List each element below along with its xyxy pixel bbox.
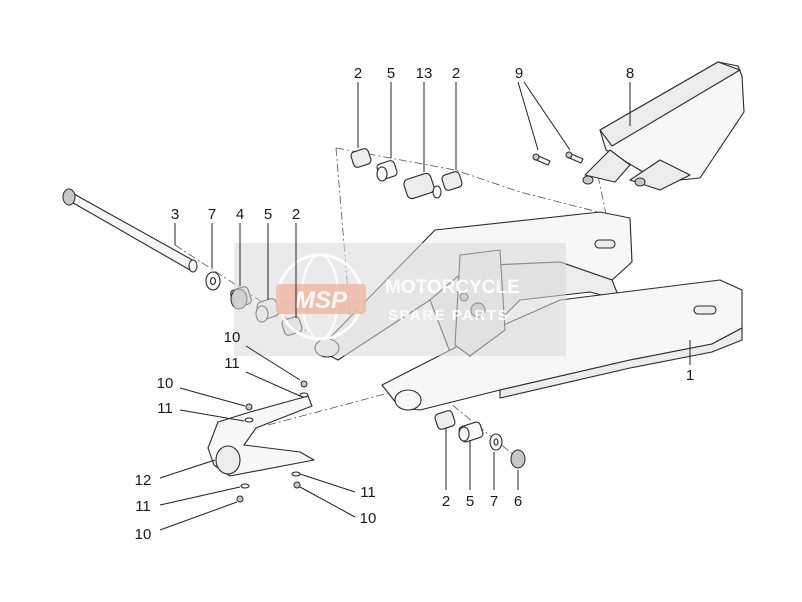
callout-9: 9	[515, 65, 523, 82]
callout-4: 4	[236, 206, 244, 223]
callout-2: 2	[452, 65, 460, 82]
callout-6: 6	[514, 493, 522, 510]
callout-7: 7	[208, 206, 216, 223]
watermark: MSP MOTORCYCLE SPARE PARTS	[234, 243, 566, 356]
callout-2: 2	[292, 206, 300, 223]
callout-3: 3	[171, 206, 179, 223]
watermark-logo: MSP	[295, 287, 348, 314]
callout-1: 1	[686, 367, 694, 384]
callout-2: 2	[442, 493, 450, 510]
callout-11: 11	[224, 355, 240, 372]
screws-part-9	[532, 151, 584, 166]
callout-10: 10	[157, 375, 174, 392]
callout-10: 10	[135, 526, 152, 543]
pivot-bushings-upper	[350, 148, 463, 200]
pivot-bushings-right	[434, 410, 526, 469]
chain-guard-part	[582, 61, 745, 191]
callout-11: 11	[157, 400, 173, 417]
bracket-part-12	[207, 395, 315, 477]
small-fasteners	[236, 380, 309, 503]
callout-12: 12	[135, 472, 152, 489]
callout-10: 10	[360, 510, 377, 527]
callout-5: 5	[264, 206, 272, 223]
callouts: 2 5 13 2 9 8 3 7 4 5 2 1 10 11 10 11 12 …	[135, 65, 695, 543]
callout-5: 5	[466, 493, 474, 510]
watermark-line2: SPARE PARTS	[388, 307, 509, 324]
watermark-line1: MOTORCYCLE	[385, 277, 520, 298]
callout-13: 13	[416, 65, 433, 82]
axle-part	[62, 188, 198, 273]
callout-7: 7	[490, 493, 498, 510]
callout-11: 11	[360, 484, 376, 501]
callout-10: 10	[224, 329, 241, 346]
callout-8: 8	[626, 65, 634, 82]
callout-11: 11	[135, 498, 151, 515]
callout-5: 5	[387, 65, 395, 82]
callout-2: 2	[354, 65, 362, 82]
leader-lines	[159, 81, 691, 531]
